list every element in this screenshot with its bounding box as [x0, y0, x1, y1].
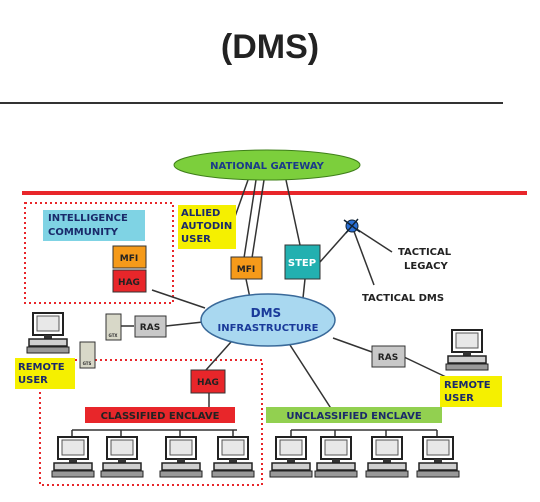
intelligence-enclosure: [24, 202, 174, 304]
classified-computer: [159, 436, 203, 478]
national-gateway-node: [173, 149, 361, 181]
hag-left-box: [112, 269, 147, 293]
tactical-legacy-label: TACTICAL LEGACY: [398, 247, 455, 272]
remote-user-left-box: [15, 358, 75, 389]
svg-text:GTX: GTX: [108, 333, 117, 338]
remote-user-left-computer: [26, 312, 70, 354]
step-box: [284, 244, 321, 280]
mfi-center-box: [230, 256, 263, 280]
modem-device-icon: GTX GTS: [79, 313, 122, 369]
classified-enclave-label: CLASSIFIED ENCLAVE: [101, 411, 220, 422]
mfi-left-label: MFI: [120, 254, 138, 264]
hag-bottom-box: [190, 369, 226, 394]
svg-text:GTS: GTS: [83, 361, 92, 366]
tactical-dms-label: TACTICAL DMS: [362, 293, 444, 304]
classified-enclave-box: [85, 407, 235, 423]
unclassified-computer: [416, 436, 460, 478]
ras-left-box: [134, 315, 167, 338]
mfi-center-label: MFI: [237, 265, 255, 275]
allied-autodin-user-box: [178, 205, 236, 249]
ras-right-label: RAS: [378, 353, 398, 363]
hag-bottom-label: HAG: [197, 378, 219, 388]
intelligence-community-box: [43, 210, 145, 241]
ras-left-label: RAS: [140, 323, 160, 333]
intelligence-community-label: INTELLIGENCE COMMUNITY: [48, 213, 131, 238]
remote-user-right-box: [440, 376, 502, 407]
step-label: STEP: [288, 258, 316, 269]
dms-infrastructure-label: DMS INFRASTRUCTURE: [217, 306, 318, 334]
dms-infrastructure-node: [200, 293, 336, 347]
page-title: (DMS): [220, 28, 320, 66]
remote-user-right-label: REMOTE USER: [444, 380, 494, 404]
remote-user-left-label: REMOTE USER: [18, 362, 68, 386]
unclassified-computer: [365, 436, 409, 478]
classified-enclosure: [39, 359, 263, 486]
unclassified-computer: [314, 436, 358, 478]
ras-right-box: [371, 345, 406, 368]
hag-left-label: HAG: [118, 278, 140, 288]
unclassified-enclave-box: [266, 407, 442, 423]
allied-autodin-user-label: ALLIED AUTODIN USER: [181, 208, 236, 245]
classified-computer: [51, 436, 95, 478]
unclassified-enclave-label: UNCLASSIFIED ENCLAVE: [286, 411, 421, 422]
classified-computer: [100, 436, 144, 478]
unclassified-computer: [269, 436, 313, 478]
title-divider: [0, 102, 503, 104]
national-gateway-label: NATIONAL GATEWAY: [210, 161, 325, 172]
remote-user-right-computer: [445, 329, 489, 371]
satellite-icon: [343, 218, 361, 234]
mfi-left-box: [112, 245, 147, 269]
classified-computer: [211, 436, 255, 478]
